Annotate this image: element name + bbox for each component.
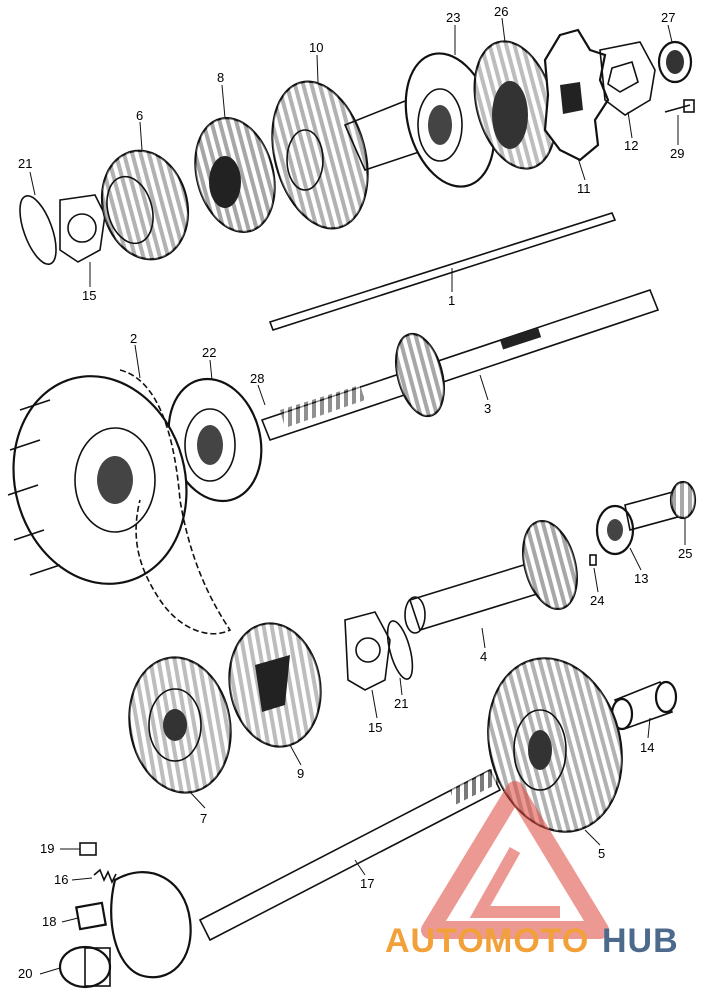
watermark-moto: MOTO bbox=[484, 922, 589, 960]
label-14: 14 bbox=[640, 740, 654, 755]
label-15-lower: 15 bbox=[368, 720, 382, 735]
label-22: 22 bbox=[202, 345, 216, 360]
watermark: AUTO MOTO HUB bbox=[385, 781, 679, 960]
label-20: 20 bbox=[18, 966, 32, 981]
label-17: 17 bbox=[360, 876, 374, 891]
gear-6 bbox=[100, 149, 190, 261]
leader-lines bbox=[29, 17, 686, 975]
label-24: 24 bbox=[590, 593, 604, 608]
label-12: 12 bbox=[624, 138, 638, 153]
label-11: 11 bbox=[577, 181, 591, 196]
label-7: 7 bbox=[200, 811, 207, 826]
countershaft-assembly bbox=[19, 28, 695, 265]
label-2: 2 bbox=[130, 331, 137, 346]
circlip bbox=[19, 195, 57, 265]
bolt-29 bbox=[664, 99, 695, 113]
gear-26 bbox=[473, 40, 557, 170]
gear-7 bbox=[128, 656, 232, 794]
cap-20 bbox=[58, 945, 112, 989]
gear-9 bbox=[228, 622, 322, 748]
stopper-18 bbox=[75, 901, 107, 931]
label-6: 6 bbox=[136, 108, 143, 123]
label-16: 16 bbox=[54, 872, 68, 887]
part-number-labels: 21 15 6 8 10 23 26 27 12 11 29 1 2 22 28… bbox=[18, 4, 692, 981]
label-28: 28 bbox=[250, 371, 264, 386]
shaft-17 bbox=[110, 765, 505, 979]
mainshaft-3 bbox=[260, 289, 660, 441]
pin-24 bbox=[589, 554, 597, 566]
gear-8 bbox=[194, 117, 276, 233]
label-18: 18 bbox=[42, 914, 56, 929]
label-25: 25 bbox=[678, 546, 692, 561]
label-4: 4 bbox=[480, 649, 487, 664]
label-26: 26 bbox=[494, 4, 508, 19]
sprocket-11 bbox=[543, 28, 610, 162]
sleeve-4 bbox=[404, 519, 578, 634]
watermark-triangle-logo bbox=[421, 781, 609, 939]
label-21-lower: 21 bbox=[394, 696, 408, 711]
label-19: 19 bbox=[40, 841, 54, 856]
watermark-hub: HUB bbox=[602, 922, 679, 960]
label-10: 10 bbox=[309, 40, 323, 55]
shift-cam-disc bbox=[110, 871, 192, 979]
label-23: 23 bbox=[446, 10, 460, 25]
watermark-auto: AUTO bbox=[385, 922, 485, 960]
clutch-pushrod-1 bbox=[268, 212, 617, 331]
label-5: 5 bbox=[598, 846, 605, 861]
collar-14 bbox=[610, 680, 678, 731]
lock-plate-12 bbox=[599, 41, 656, 116]
label-21-upper: 21 bbox=[18, 156, 32, 171]
gear-10 bbox=[271, 80, 369, 230]
label-27: 27 bbox=[661, 10, 675, 25]
thrust-washer-lower bbox=[344, 611, 391, 691]
label-9: 9 bbox=[297, 766, 304, 781]
label-3: 3 bbox=[484, 401, 491, 416]
clutch-outer-2 bbox=[7, 369, 232, 635]
bearing-22 bbox=[167, 377, 263, 503]
primary-chain bbox=[119, 369, 232, 635]
label-8: 8 bbox=[217, 70, 224, 85]
label-1: 1 bbox=[448, 293, 455, 308]
spring-16 bbox=[93, 868, 117, 884]
thrust-washer bbox=[59, 194, 106, 263]
bolt-19 bbox=[79, 842, 97, 856]
circlip-lower bbox=[386, 620, 414, 680]
needle-bearing-25 bbox=[669, 480, 697, 520]
label-15-upper: 15 bbox=[82, 288, 96, 303]
label-29: 29 bbox=[670, 146, 684, 161]
oil-seal-27 bbox=[657, 40, 693, 84]
label-13: 13 bbox=[634, 571, 648, 586]
